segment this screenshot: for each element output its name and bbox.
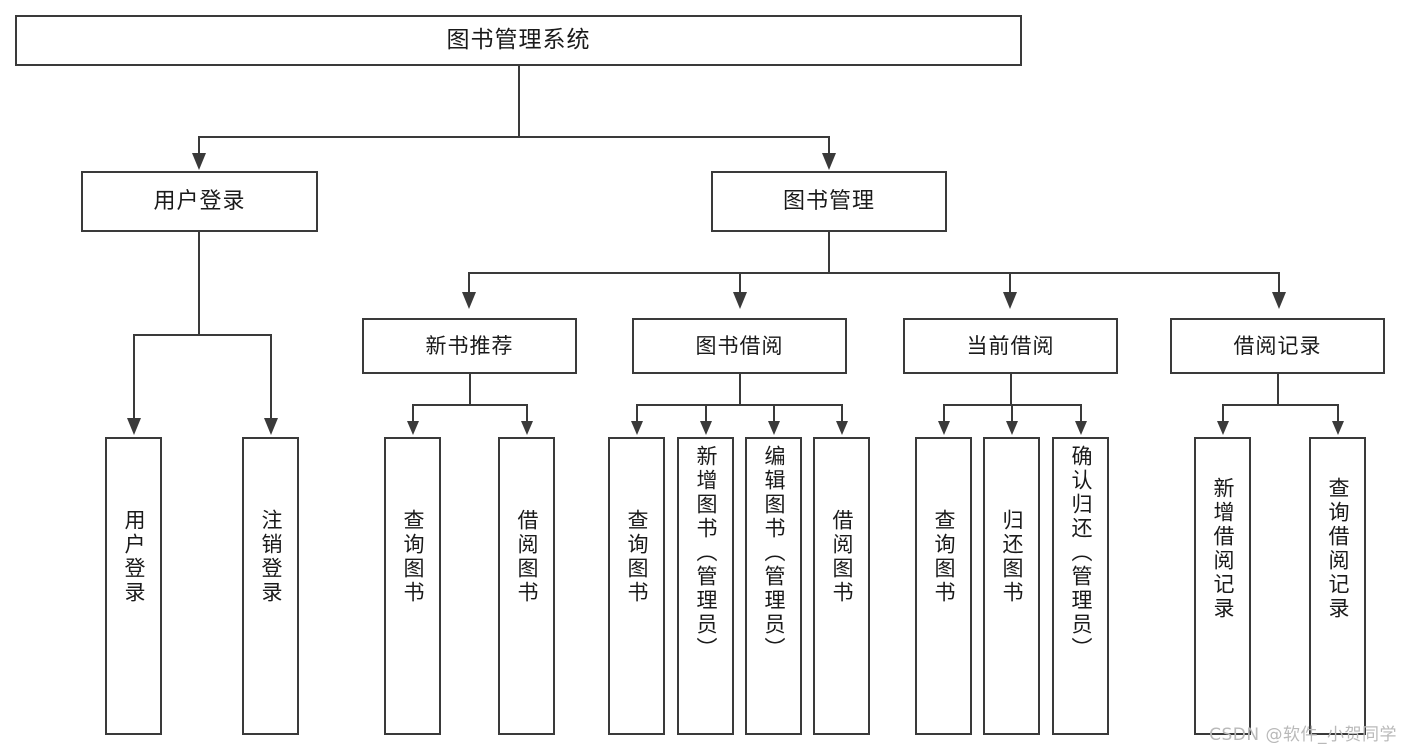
node-label: 图书借阅 bbox=[695, 333, 784, 358]
node-label: 图书管理系统 bbox=[446, 27, 591, 54]
arrowhead-user-login-leaf-1 bbox=[127, 418, 141, 435]
connector-root-to-book-management bbox=[828, 136, 830, 156]
arrowhead-bb-leaf-3 bbox=[768, 421, 780, 435]
leaf-label: 确认归还（管理员） bbox=[1069, 445, 1093, 661]
arrowhead-book-borrow bbox=[733, 292, 747, 309]
connector-bb-drop-3 bbox=[773, 404, 775, 423]
connector-bm-drop-new-book bbox=[468, 272, 470, 294]
leaf-label: 注销登录 bbox=[259, 509, 283, 605]
arrowhead-br-leaf-2 bbox=[1332, 421, 1344, 435]
arrowhead-nbr-leaf-2 bbox=[521, 421, 533, 435]
arrowhead-borrow-record bbox=[1272, 292, 1286, 309]
leaf-label: 查询借阅记录 bbox=[1326, 477, 1350, 621]
connector-br-drop-1 bbox=[1222, 404, 1224, 423]
connector-root-stem bbox=[518, 66, 520, 137]
leaf-label: 用户登录 bbox=[122, 509, 146, 605]
leaf-cb-confirm-return-admin[interactable]: 确认归还（管理员） bbox=[1052, 437, 1109, 735]
connector-bb-drop-2 bbox=[705, 404, 707, 423]
connector-bb-bus bbox=[636, 404, 843, 406]
leaf-bb-edit-book-admin[interactable]: 编辑图书（管理员） bbox=[745, 437, 802, 735]
node-user-login[interactable]: 用户登录 bbox=[81, 171, 318, 232]
connector-cb-drop-3 bbox=[1080, 404, 1082, 423]
leaf-label: 归还图书 bbox=[1000, 509, 1024, 605]
leaf-user-login[interactable]: 用户登录 bbox=[105, 437, 162, 735]
connector-user-login-drop-1 bbox=[133, 334, 135, 420]
leaf-br-query-record[interactable]: 查询借阅记录 bbox=[1309, 437, 1366, 735]
arrowhead-root-to-user-login bbox=[192, 153, 206, 170]
node-book-management[interactable]: 图书管理 bbox=[711, 171, 947, 232]
leaf-bb-query-book[interactable]: 查询图书 bbox=[608, 437, 665, 735]
leaf-cb-return-book[interactable]: 归还图书 bbox=[983, 437, 1040, 735]
connector-cb-drop-2 bbox=[1011, 404, 1013, 423]
connector-bm-drop-book-borrow bbox=[739, 272, 741, 294]
arrowhead-br-leaf-1 bbox=[1217, 421, 1229, 435]
leaf-cb-query-book[interactable]: 查询图书 bbox=[915, 437, 972, 735]
leaf-bb-add-book-admin[interactable]: 新增图书（管理员） bbox=[677, 437, 734, 735]
leaf-bb-borrow-book[interactable]: 借阅图书 bbox=[813, 437, 870, 735]
connector-br-stem bbox=[1277, 374, 1279, 405]
connector-book-management-stem bbox=[828, 232, 830, 273]
arrowhead-bb-leaf-4 bbox=[836, 421, 848, 435]
leaf-label: 借阅图书 bbox=[515, 509, 539, 605]
arrowhead-cb-leaf-1 bbox=[938, 421, 950, 435]
leaf-label: 查询图书 bbox=[625, 509, 649, 605]
node-current-borrow[interactable]: 当前借阅 bbox=[903, 318, 1118, 374]
connector-nbr-stem bbox=[469, 374, 471, 405]
node-label: 当前借阅 bbox=[966, 333, 1055, 358]
node-new-book-recommend[interactable]: 新书推荐 bbox=[362, 318, 577, 374]
connector-br-bus bbox=[1222, 404, 1339, 406]
arrowhead-cb-leaf-2 bbox=[1006, 421, 1018, 435]
leaf-label: 查询图书 bbox=[401, 509, 425, 605]
node-borrow-record[interactable]: 借阅记录 bbox=[1170, 318, 1385, 374]
connector-root-bus bbox=[198, 136, 830, 138]
node-label: 图书管理 bbox=[782, 188, 875, 214]
node-label: 新书推荐 bbox=[425, 333, 514, 358]
connector-cb-drop-1 bbox=[943, 404, 945, 423]
leaf-nbr-borrow-book[interactable]: 借阅图书 bbox=[498, 437, 555, 735]
connector-nbr-drop-1 bbox=[412, 404, 414, 423]
arrowhead-root-to-book-management bbox=[822, 153, 836, 170]
node-root-book-management-system[interactable]: 图书管理系统 bbox=[15, 15, 1022, 66]
arrowhead-user-login-leaf-2 bbox=[264, 418, 278, 435]
arrowhead-nbr-leaf-1 bbox=[407, 421, 419, 435]
leaf-nbr-query-book[interactable]: 查询图书 bbox=[384, 437, 441, 735]
connector-user-login-drop-2 bbox=[270, 334, 272, 420]
arrowhead-new-book-recommend bbox=[462, 292, 476, 309]
arrowhead-bb-leaf-2 bbox=[700, 421, 712, 435]
leaf-br-add-record[interactable]: 新增借阅记录 bbox=[1194, 437, 1251, 735]
connector-book-management-bus bbox=[468, 272, 1280, 274]
connector-bm-drop-current-borrow bbox=[1009, 272, 1011, 294]
node-label: 借阅记录 bbox=[1233, 333, 1322, 358]
connector-root-to-user-login bbox=[198, 136, 200, 156]
connector-bm-drop-borrow-record bbox=[1278, 272, 1280, 294]
node-label: 用户登录 bbox=[153, 188, 246, 214]
leaf-label: 借阅图书 bbox=[830, 509, 854, 605]
node-book-borrow[interactable]: 图书借阅 bbox=[632, 318, 847, 374]
connector-cb-stem bbox=[1010, 374, 1012, 405]
leaf-label: 查询图书 bbox=[932, 509, 956, 605]
arrowhead-cb-leaf-3 bbox=[1075, 421, 1087, 435]
connector-bb-drop-1 bbox=[636, 404, 638, 423]
csdn-watermark: CSDN @软件_小贺同学 bbox=[1209, 725, 1397, 745]
connector-br-drop-2 bbox=[1337, 404, 1339, 423]
connector-nbr-drop-2 bbox=[526, 404, 528, 423]
connector-user-login-bus bbox=[133, 334, 272, 336]
leaf-label: 编辑图书（管理员） bbox=[762, 445, 786, 661]
leaf-label: 新增图书（管理员） bbox=[694, 445, 718, 661]
connector-bb-drop-4 bbox=[841, 404, 843, 423]
connector-user-login-stem bbox=[198, 232, 200, 335]
arrowhead-current-borrow bbox=[1003, 292, 1017, 309]
connector-nbr-bus bbox=[412, 404, 528, 406]
leaf-logout[interactable]: 注销登录 bbox=[242, 437, 299, 735]
arrowhead-bb-leaf-1 bbox=[631, 421, 643, 435]
connector-bb-stem bbox=[739, 374, 741, 405]
leaf-label: 新增借阅记录 bbox=[1211, 477, 1235, 621]
